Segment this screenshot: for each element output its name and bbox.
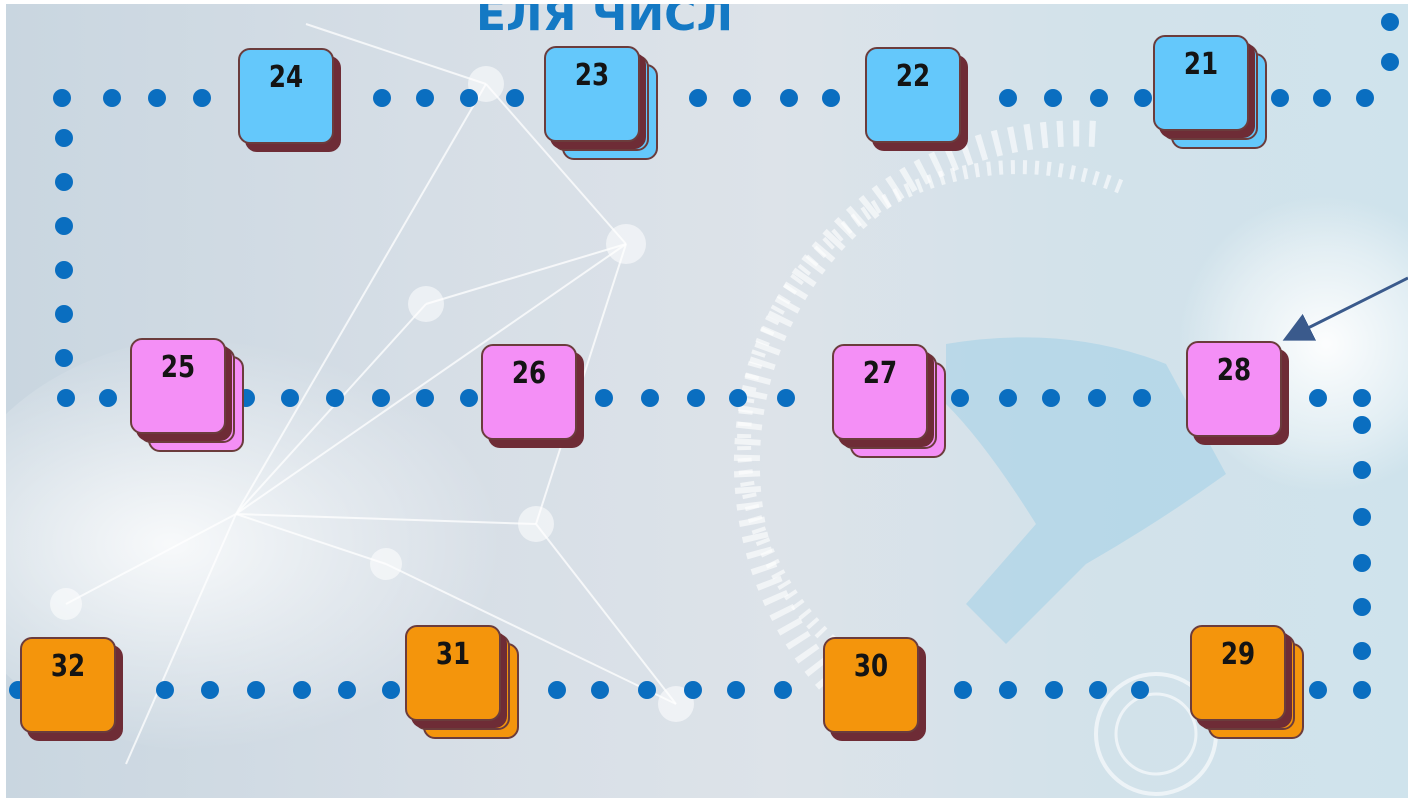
path-dot bbox=[1313, 89, 1331, 107]
path-dot bbox=[1353, 389, 1371, 407]
path-dot bbox=[460, 89, 478, 107]
tile-number: 23 bbox=[553, 58, 632, 93]
path-dot bbox=[53, 89, 71, 107]
tile-number: 30 bbox=[832, 649, 911, 684]
number-tile-31[interactable]: 31 bbox=[405, 625, 501, 721]
path-dot bbox=[684, 681, 702, 699]
number-tile-28[interactable]: 28 bbox=[1186, 341, 1282, 437]
tile-number: 21 bbox=[1162, 47, 1241, 82]
path-dot bbox=[999, 389, 1017, 407]
path-dot bbox=[1381, 13, 1399, 31]
number-tile-26[interactable]: 26 bbox=[481, 344, 577, 440]
path-dot bbox=[1356, 89, 1374, 107]
path-dot bbox=[1309, 681, 1327, 699]
number-tile-32[interactable]: 32 bbox=[20, 637, 116, 733]
path-dot bbox=[1309, 389, 1327, 407]
path-dot bbox=[777, 389, 795, 407]
number-tile-22[interactable]: 22 bbox=[865, 47, 961, 143]
number-tile-25[interactable]: 25 bbox=[130, 338, 226, 434]
path-dot bbox=[293, 681, 311, 699]
path-dot bbox=[689, 89, 707, 107]
path-dot bbox=[55, 349, 73, 367]
path-dot bbox=[1353, 461, 1371, 479]
path-dot bbox=[595, 389, 613, 407]
tile-number: 22 bbox=[874, 59, 953, 94]
path-dot bbox=[373, 89, 391, 107]
number-tile-27[interactable]: 27 bbox=[832, 344, 928, 440]
path-dot bbox=[103, 89, 121, 107]
path-dot bbox=[822, 89, 840, 107]
path-dot bbox=[999, 89, 1017, 107]
path-dot bbox=[1045, 681, 1063, 699]
tile-number: 25 bbox=[139, 350, 218, 385]
path-dot bbox=[1089, 681, 1107, 699]
path-dot bbox=[687, 389, 705, 407]
path-dot bbox=[999, 681, 1017, 699]
path-dot bbox=[416, 89, 434, 107]
tile-number: 32 bbox=[29, 649, 108, 684]
path-dot bbox=[1353, 508, 1371, 526]
path-dot bbox=[638, 681, 656, 699]
path-dot bbox=[1353, 416, 1371, 434]
path-dot bbox=[641, 389, 659, 407]
path-dot bbox=[506, 89, 524, 107]
path-dot bbox=[591, 681, 609, 699]
path-dot bbox=[148, 89, 166, 107]
path-dot bbox=[1353, 554, 1371, 572]
path-dot bbox=[774, 681, 792, 699]
path-dot bbox=[548, 681, 566, 699]
tile-number: 26 bbox=[490, 356, 569, 391]
path-dot bbox=[382, 681, 400, 699]
path-dot bbox=[1353, 598, 1371, 616]
path-dot bbox=[57, 389, 75, 407]
path-dot bbox=[416, 389, 434, 407]
path-dot bbox=[460, 389, 478, 407]
path-dot bbox=[372, 389, 390, 407]
path-dot bbox=[201, 681, 219, 699]
path-dot bbox=[1133, 389, 1151, 407]
path-dot bbox=[1353, 681, 1371, 699]
tile-number: 29 bbox=[1199, 637, 1278, 672]
path-dot bbox=[55, 173, 73, 191]
game-board: ЕЛЯ ЧИСЛ 21 22 23 24 25 26 27 28 29 30 31 32 bbox=[6, 4, 1408, 798]
number-tile-24[interactable]: 24 bbox=[238, 48, 334, 144]
path-dot bbox=[1131, 681, 1149, 699]
path-dot bbox=[326, 389, 344, 407]
path-dot bbox=[733, 89, 751, 107]
path-dot bbox=[727, 681, 745, 699]
path-dot bbox=[1134, 89, 1152, 107]
number-tile-29[interactable]: 29 bbox=[1190, 625, 1286, 721]
path-dot bbox=[1271, 89, 1289, 107]
path-dot bbox=[55, 217, 73, 235]
tile-number: 24 bbox=[247, 60, 326, 95]
path-dot bbox=[156, 681, 174, 699]
path-dot bbox=[729, 389, 747, 407]
number-tile-23[interactable]: 23 bbox=[544, 46, 640, 142]
tile-number: 28 bbox=[1195, 353, 1274, 388]
path-dot bbox=[193, 89, 211, 107]
path-dot bbox=[55, 305, 73, 323]
path-dot bbox=[55, 129, 73, 147]
number-tile-21[interactable]: 21 bbox=[1153, 35, 1249, 131]
number-tile-30[interactable]: 30 bbox=[823, 637, 919, 733]
path-dot bbox=[954, 681, 972, 699]
path-dot bbox=[247, 681, 265, 699]
path-dot bbox=[1381, 53, 1399, 71]
path-dot bbox=[780, 89, 798, 107]
tile-number: 31 bbox=[414, 637, 493, 672]
path-dot bbox=[1088, 389, 1106, 407]
path-dot bbox=[1042, 389, 1060, 407]
path-dot bbox=[55, 261, 73, 279]
path-dot bbox=[281, 389, 299, 407]
path-dot bbox=[1353, 642, 1371, 660]
path-dot bbox=[99, 389, 117, 407]
path-dot bbox=[338, 681, 356, 699]
tile-number: 27 bbox=[841, 356, 920, 391]
path-dot bbox=[1044, 89, 1062, 107]
svg-text:ЕЛЯ ЧИСЛ: ЕЛЯ ЧИСЛ bbox=[476, 4, 733, 41]
path-dot bbox=[951, 389, 969, 407]
path-dot bbox=[1090, 89, 1108, 107]
